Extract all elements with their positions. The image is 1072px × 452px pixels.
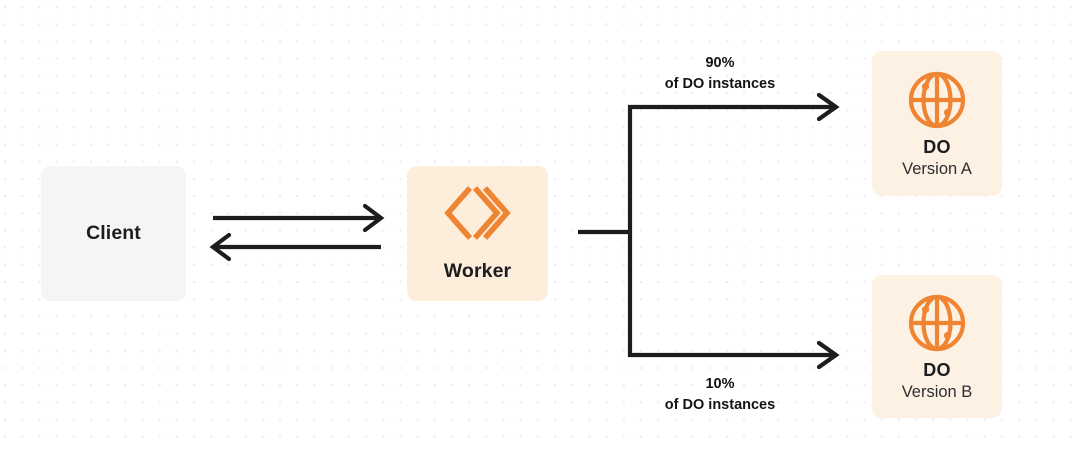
edge-top-percent: 90% [705, 55, 735, 71]
do-b-sublabel: Version B [901, 382, 973, 401]
arrow-client-to-worker [213, 203, 385, 233]
arrow-to-do-version-b [628, 340, 840, 370]
node-do-version-a[interactable]: DO Version A [872, 51, 1002, 196]
do-b-label: DO [923, 359, 951, 380]
edge-bottom-percent: 10% [705, 376, 735, 392]
do-a-label: DO [923, 136, 951, 157]
globe-icon [906, 69, 968, 131]
edge-label-bottom: 10% of DO instances [600, 374, 840, 416]
branch-connector [578, 105, 633, 357]
worker-label: Worker [443, 260, 512, 282]
cloudflare-workers-icon [443, 184, 512, 242]
edge-bottom-description: of DO instances [664, 397, 776, 414]
arrow-to-do-version-a [628, 92, 840, 122]
client-label: Client [86, 222, 141, 244]
globe-icon [906, 292, 968, 354]
edge-label-top: 90% of DO instances [600, 53, 840, 95]
edge-top-description: of DO instances [664, 76, 776, 93]
arrow-worker-to-client [209, 232, 381, 262]
do-a-sublabel: Version A [902, 159, 972, 178]
node-worker[interactable]: Worker [407, 166, 548, 301]
node-client[interactable]: Client [41, 166, 186, 301]
node-do-version-b[interactable]: DO Version B [872, 275, 1002, 418]
